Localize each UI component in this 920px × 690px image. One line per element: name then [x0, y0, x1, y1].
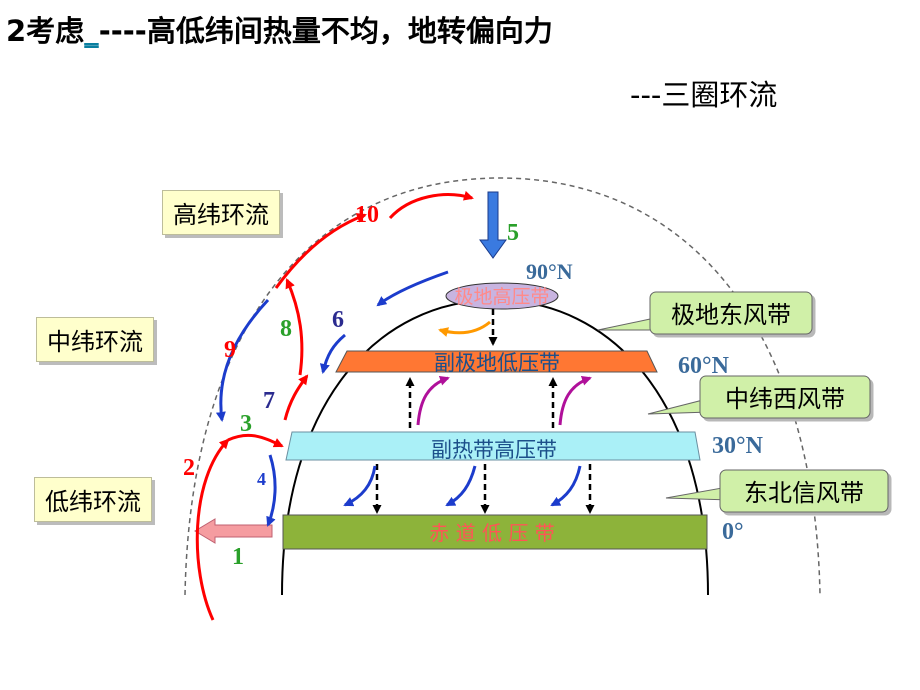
callout-westerlies: 中纬西风带 — [725, 385, 845, 413]
number-5: 5 — [507, 220, 519, 246]
subpolar-low-label: 副极地低压带 — [434, 351, 560, 375]
lat-30-label: 30°N — [712, 433, 764, 459]
number-10: 10 — [355, 202, 379, 228]
arrow-6 — [319, 333, 346, 374]
number-2: 2 — [183, 455, 195, 481]
title-blank: _ — [84, 14, 99, 48]
arrow-2 — [195, 438, 230, 621]
subtropical-high-label: 副热带高压带 — [431, 438, 557, 462]
page-subtitle: ---三圈环流 — [630, 78, 778, 112]
westerly-curl-right — [558, 375, 592, 426]
subpolar-low-band — [335, 350, 658, 373]
arrow-2b — [227, 433, 284, 448]
trade-curl-mid — [445, 465, 477, 507]
mid-latitude-cell-label: 中纬环流 — [36, 317, 154, 362]
polar-high-ellipse — [445, 282, 559, 310]
arrow-4 — [266, 454, 277, 527]
callout-box-trades — [719, 469, 889, 513]
title-prefix: 2考虑 — [6, 14, 85, 48]
equatorial-low-band — [282, 514, 708, 550]
arrow-8 — [285, 278, 304, 376]
polar-high-label: 极地高压带 — [454, 286, 549, 308]
equatorial-low-label: 赤 道 低 压 带 — [429, 521, 554, 545]
arrow-9 — [215, 298, 270, 422]
callout-box-westerlies — [699, 375, 871, 419]
number-7: 7 — [263, 388, 275, 414]
arrow-1 — [194, 518, 273, 544]
trade-curl-left — [343, 465, 377, 507]
title-rest: ----高低纬间热量不均，地转偏向力 — [98, 14, 553, 48]
arrow-10 — [274, 213, 367, 289]
lat-90-label: 90°N — [526, 259, 573, 284]
page-title: 2考虑_----高低纬间热量不均，地转偏向力 — [6, 8, 553, 50]
arrow-polar-return — [376, 270, 449, 307]
number-3: 3 — [240, 411, 252, 437]
number-1: 1 — [232, 544, 244, 570]
arrow-polar-easterly — [438, 320, 491, 337]
low-latitude-cell-label: 低纬环流 — [34, 477, 152, 522]
number-9: 9 — [224, 337, 236, 363]
atmosphere-boundary — [184, 177, 821, 596]
trade-curl-right — [550, 465, 582, 507]
number-4: 4 — [257, 469, 266, 489]
callout-trades: 东北信风带 — [744, 479, 864, 507]
number-8: 8 — [280, 316, 292, 342]
high-latitude-cell-label: 高纬环流 — [162, 190, 280, 235]
arrow-7 — [283, 374, 309, 421]
westerly-curl-left — [416, 375, 450, 426]
callout-polar-easterlies: 极地东风带 — [671, 301, 791, 329]
subtropical-high-band — [285, 431, 701, 461]
lat-60-label: 60°N — [678, 353, 730, 379]
lat-0-label: 0° — [722, 519, 744, 545]
arrow-5 — [479, 191, 507, 259]
arrow-10b — [388, 190, 474, 220]
number-6: 6 — [332, 307, 344, 333]
callout-box-polar-easterlies — [649, 291, 813, 335]
